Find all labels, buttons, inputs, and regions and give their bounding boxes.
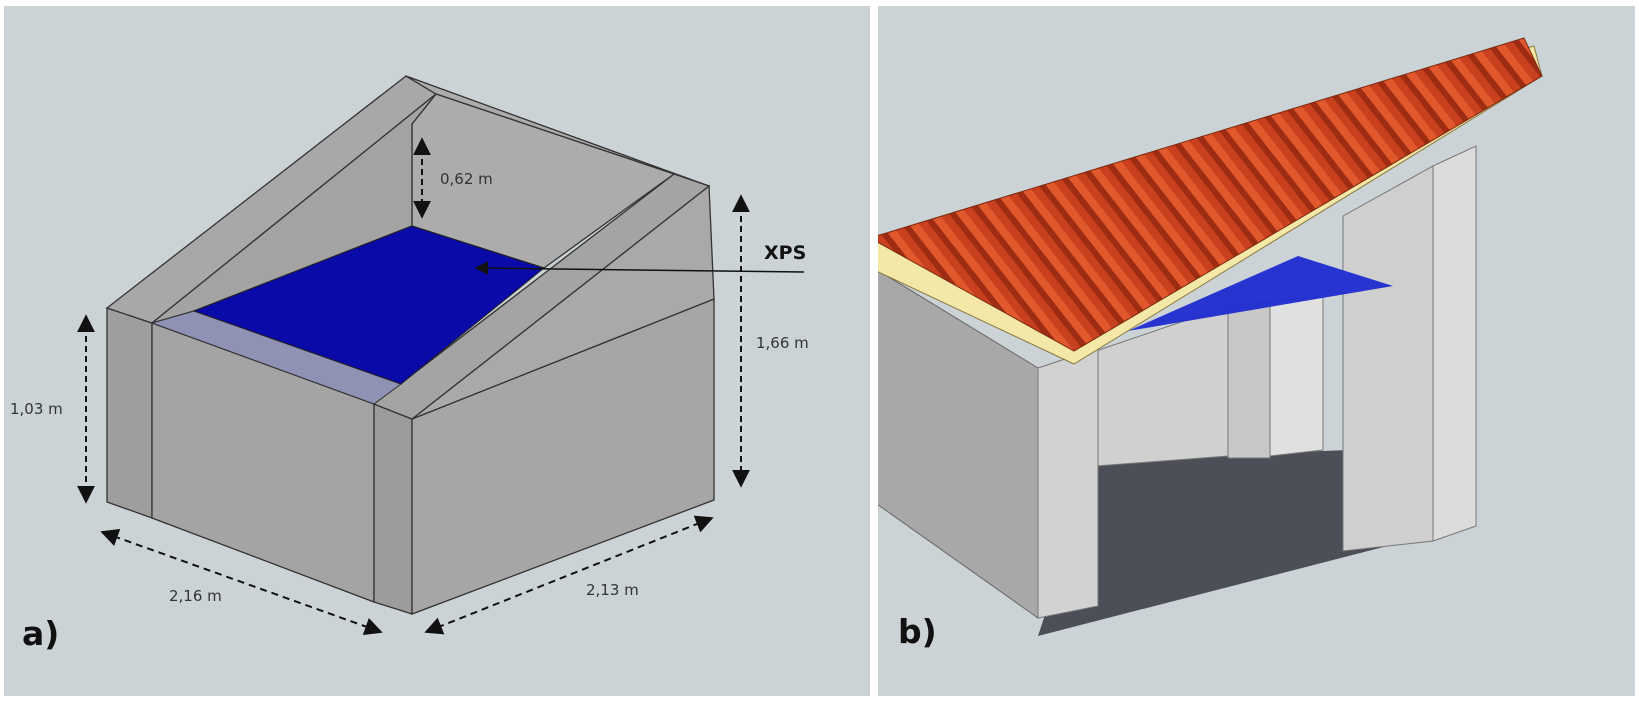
dim-arrow-front-width bbox=[100, 528, 383, 636]
front-pillar bbox=[1037, 347, 1099, 619]
left-wall-face bbox=[106, 307, 153, 519]
roof-tiles bbox=[878, 37, 1543, 352]
dim-label-top-gap: 0,62 m bbox=[440, 170, 493, 188]
xps-insulation bbox=[1128, 256, 1393, 331]
corner-pillar-face bbox=[373, 403, 413, 615]
dim-label-front-width: 2,16 m bbox=[169, 587, 222, 605]
dim-label-side-depth: 2,13 m bbox=[586, 581, 639, 599]
dim-label-right-height: 1,66 m bbox=[756, 334, 809, 352]
back-wall-right bbox=[1269, 295, 1324, 457]
xps-insulation bbox=[192, 225, 546, 385]
panel-a-drawing bbox=[77, 75, 805, 636]
right-pillar-front bbox=[1432, 145, 1477, 542]
right-pillar-inner bbox=[1342, 165, 1434, 552]
right-roof-rim bbox=[372, 173, 711, 420]
panel-b-letter: b) bbox=[898, 612, 937, 651]
dim-arrow-side-depth bbox=[424, 515, 714, 635]
panel-b-drawing bbox=[878, 37, 1543, 636]
back-pillar bbox=[1227, 301, 1271, 459]
floor-shadow bbox=[1038, 450, 1426, 636]
panel-b-3d-render: b) bbox=[878, 6, 1635, 696]
dim-label-left-height: 1,03 m bbox=[10, 400, 63, 418]
xps-callout-label: XPS bbox=[764, 242, 807, 264]
panel-a-model-with-dimensions: 0,62 m 1,66 m 1,03 m 2,16 m 2,13 m XPS a… bbox=[4, 6, 870, 696]
xps-callout-arrow bbox=[474, 261, 805, 275]
panel-a-letter: a) bbox=[22, 614, 60, 653]
